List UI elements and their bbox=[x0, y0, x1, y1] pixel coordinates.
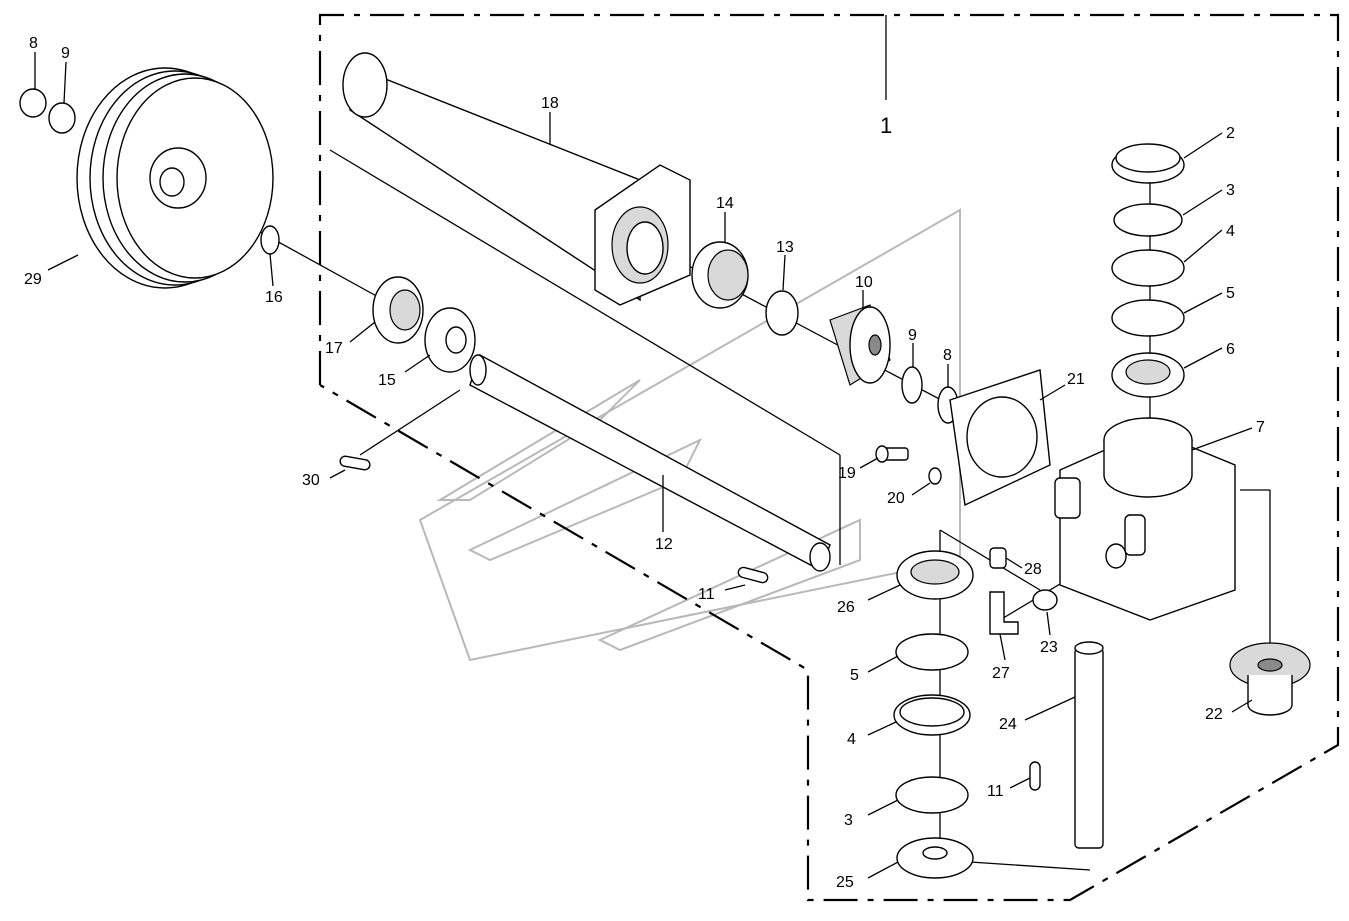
ring-part bbox=[893, 694, 971, 736]
circlip-part bbox=[19, 88, 47, 118]
ring-part bbox=[1111, 249, 1185, 287]
callout-6: 6 bbox=[1226, 341, 1235, 358]
callout-3: 3 bbox=[1226, 182, 1235, 199]
shim-part bbox=[260, 225, 280, 255]
callout-27: 27 bbox=[992, 665, 1010, 682]
bevel-gear-part bbox=[1229, 642, 1311, 716]
callout-11: 11 bbox=[987, 783, 1004, 800]
callout-17: 17 bbox=[325, 340, 343, 357]
ring-part bbox=[895, 633, 969, 671]
callout-13: 13 bbox=[776, 239, 794, 256]
shaft-part bbox=[469, 353, 831, 572]
callout-22: 22 bbox=[1205, 706, 1223, 723]
callout-9: 9 bbox=[61, 45, 70, 62]
callout-20: 20 bbox=[887, 490, 905, 507]
callout-5: 5 bbox=[1226, 285, 1235, 302]
gearbox-housing-part bbox=[1054, 417, 1236, 621]
bolt-part bbox=[875, 445, 909, 463]
key-part bbox=[1029, 761, 1041, 791]
callout-11: 11 bbox=[698, 586, 715, 603]
callout-15: 15 bbox=[378, 372, 396, 389]
elbow-fitting-part bbox=[989, 591, 1019, 635]
callout-28: 28 bbox=[1024, 561, 1042, 578]
callout-4: 4 bbox=[847, 731, 856, 748]
washer-part bbox=[901, 366, 923, 404]
callout-8: 8 bbox=[29, 35, 38, 52]
watermark-logo bbox=[418, 208, 961, 662]
callout-24: 24 bbox=[999, 716, 1017, 733]
washer-part bbox=[48, 102, 76, 134]
bearing-part bbox=[372, 276, 424, 344]
callout-7: 7 bbox=[1256, 419, 1265, 436]
bearing-part bbox=[1111, 352, 1185, 398]
ring-part bbox=[1111, 299, 1185, 337]
circlip-part bbox=[1113, 203, 1183, 237]
assembly-number: 1 bbox=[880, 113, 892, 138]
callout-26: 26 bbox=[837, 599, 855, 616]
callout-29: 29 bbox=[24, 271, 42, 288]
spacer-part bbox=[424, 307, 476, 373]
callout-12: 12 bbox=[655, 536, 673, 553]
callout-14: 14 bbox=[716, 195, 734, 212]
bearing-part bbox=[691, 241, 749, 309]
splined-shaft-part bbox=[1074, 641, 1104, 849]
callout-30: 30 bbox=[302, 472, 320, 489]
circlip-part bbox=[895, 776, 969, 814]
bearing-part bbox=[896, 550, 974, 600]
thrust-washer-part bbox=[896, 837, 974, 879]
bevel-gear-part bbox=[829, 304, 891, 386]
gasket-part bbox=[949, 369, 1051, 507]
callout-8: 8 bbox=[943, 347, 952, 364]
key-part bbox=[737, 566, 769, 584]
callout-18: 18 bbox=[541, 95, 559, 112]
cap-part bbox=[989, 547, 1007, 569]
callout-16: 16 bbox=[265, 289, 283, 306]
ring-part bbox=[765, 290, 799, 336]
key-part bbox=[339, 455, 371, 471]
callout-9: 9 bbox=[908, 327, 917, 344]
housing-tube-part bbox=[342, 52, 691, 306]
callout-23: 23 bbox=[1040, 639, 1058, 656]
callout-19: 19 bbox=[838, 465, 856, 482]
callout-5: 5 bbox=[850, 667, 859, 684]
callout-21: 21 bbox=[1067, 371, 1085, 388]
callout-2: 2 bbox=[1226, 125, 1235, 142]
callout-3: 3 bbox=[844, 812, 853, 829]
assembly-boundary: 1 bbox=[318, 13, 1340, 902]
leader-lines bbox=[34, 52, 1253, 879]
ring-part bbox=[1111, 143, 1185, 184]
washer-part bbox=[928, 467, 942, 485]
pulley-part bbox=[76, 67, 274, 289]
plug-part bbox=[1032, 589, 1058, 611]
callout-25: 25 bbox=[836, 874, 854, 891]
callout-4: 4 bbox=[1226, 223, 1235, 240]
callout-10: 10 bbox=[855, 274, 873, 291]
callout-labels: 8 9 29 16 18 14 13 10 9 8 17 15 30 12 11… bbox=[24, 35, 1265, 891]
